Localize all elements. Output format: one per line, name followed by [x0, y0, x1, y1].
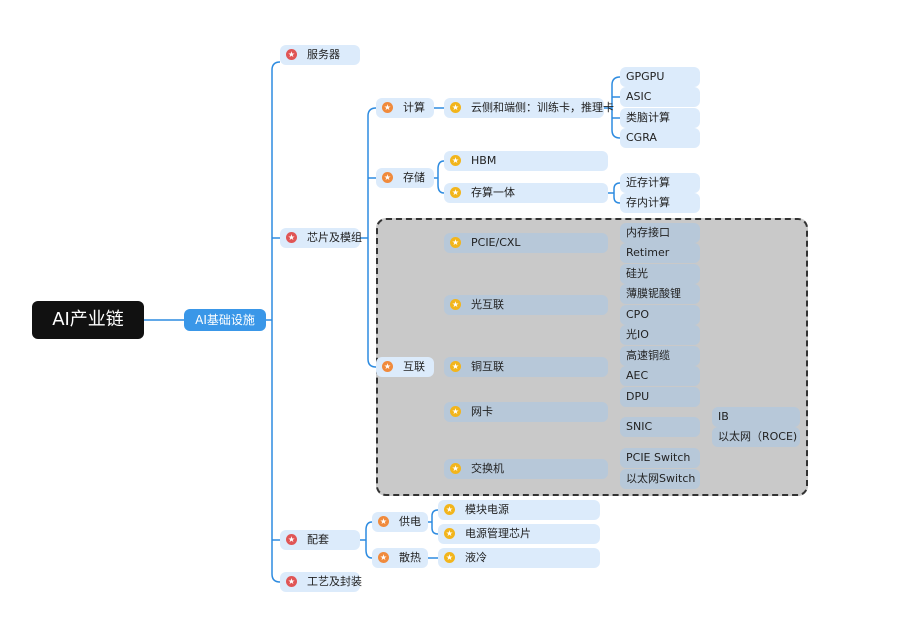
star-icon: ★ [450, 154, 461, 166]
star-icon: ★ [382, 101, 393, 113]
level1-node[interactable]: AI基础设施 [184, 309, 266, 331]
node-asic[interactable]: ASIC [620, 87, 700, 107]
node-label: 存算一体 [471, 186, 515, 199]
node-gpgpu[interactable]: GPGPU [620, 67, 700, 87]
node-pcie-switch[interactable]: PCIE Switch [620, 448, 700, 468]
node-in-mem[interactable]: 存内计算 [620, 193, 700, 213]
node-label: 交换机 [471, 462, 504, 475]
node-pcie-cxl[interactable]: ★ PCIE/CXL [444, 233, 608, 253]
node-tfln[interactable]: 薄膜铌酸锂 [620, 284, 700, 304]
node-switch[interactable]: ★ 交换机 [444, 459, 608, 479]
node-process[interactable]: ★ 工艺及封装 [280, 572, 362, 592]
star-icon: ★ [450, 186, 461, 198]
node-label: 散热 [399, 551, 421, 564]
node-sipho[interactable]: 硅光 [620, 264, 700, 284]
star-icon: ★ [450, 462, 461, 474]
node-neuromorphic[interactable]: 类脑计算 [620, 108, 700, 128]
star-icon: ★ [450, 360, 461, 372]
star-icon: ★ [378, 551, 389, 563]
node-aec[interactable]: AEC [620, 366, 700, 386]
node-label: 互联 [403, 360, 425, 373]
node-power[interactable]: ★ 供电 [372, 512, 428, 532]
node-near-mem[interactable]: 近存计算 [620, 173, 700, 193]
node-snic[interactable]: SNIC [620, 417, 700, 437]
node-label: 液冷 [465, 551, 487, 564]
node-liquid[interactable]: ★ 液冷 [438, 548, 600, 568]
star-icon: ★ [286, 48, 297, 60]
node-module-power[interactable]: ★ 模块电源 [438, 500, 600, 520]
node-support[interactable]: ★ 配套 [280, 530, 360, 550]
node-eth-switch[interactable]: 以太网Switch [620, 469, 700, 489]
node-label: 铜互联 [471, 360, 504, 373]
node-label: 工艺及封装 [307, 575, 362, 588]
node-cooling[interactable]: ★ 散热 [372, 548, 428, 568]
node-hs-cable[interactable]: 高速铜缆 [620, 346, 700, 366]
root-node[interactable]: AI产业链 [32, 301, 144, 339]
node-retimer[interactable]: Retimer [620, 243, 700, 263]
star-icon: ★ [286, 575, 297, 587]
node-label: 云侧和端侧：训练卡，推理卡 [471, 101, 614, 114]
node-label: 电源管理芯片 [465, 527, 531, 540]
node-storage[interactable]: ★ 存储 [376, 168, 434, 188]
node-optio[interactable]: 光IO [620, 325, 700, 345]
node-label: 供电 [399, 515, 421, 528]
node-roce[interactable]: 以太网（ROCE) [712, 427, 800, 447]
star-icon: ★ [450, 236, 461, 248]
star-icon: ★ [286, 231, 297, 243]
node-label: 配套 [307, 533, 329, 546]
node-mem-if[interactable]: 内存接口 [620, 223, 700, 243]
node-nic[interactable]: ★ 网卡 [444, 402, 608, 422]
node-label: 存储 [403, 171, 425, 184]
node-label: 模块电源 [465, 503, 509, 516]
node-label: PCIE/CXL [471, 236, 521, 249]
node-interconnect[interactable]: ★ 互联 [376, 357, 434, 377]
star-icon: ★ [378, 515, 389, 527]
node-chip[interactable]: ★ 芯片及模组 [280, 228, 362, 248]
node-cpo[interactable]: CPO [620, 305, 700, 325]
star-icon: ★ [286, 533, 297, 545]
star-icon: ★ [450, 405, 461, 417]
node-pmic[interactable]: ★ 电源管理芯片 [438, 524, 600, 544]
node-hbm[interactable]: ★ HBM [444, 151, 608, 171]
node-ib[interactable]: IB [712, 407, 800, 427]
node-label: 计算 [403, 101, 425, 114]
node-label: 服务器 [307, 48, 340, 61]
node-pim[interactable]: ★ 存算一体 [444, 183, 608, 203]
star-icon: ★ [444, 503, 455, 515]
node-copper[interactable]: ★ 铜互联 [444, 357, 608, 377]
star-icon: ★ [382, 171, 393, 183]
node-label: 芯片及模组 [307, 231, 362, 244]
node-optical[interactable]: ★ 光互联 [444, 295, 608, 315]
node-cloud-edge[interactable]: ★ 云侧和端侧：训练卡，推理卡 [444, 98, 614, 118]
node-compute[interactable]: ★ 计算 [376, 98, 434, 118]
star-icon: ★ [382, 360, 393, 372]
node-dpu[interactable]: DPU [620, 387, 700, 407]
node-label: HBM [471, 154, 497, 167]
node-cgra[interactable]: CGRA [620, 128, 700, 148]
star-icon: ★ [450, 101, 461, 113]
node-label: 光互联 [471, 298, 504, 311]
star-icon: ★ [444, 527, 455, 539]
star-icon: ★ [450, 298, 461, 310]
node-server[interactable]: ★ 服务器 [280, 45, 360, 65]
star-icon: ★ [444, 551, 455, 563]
node-label: 网卡 [471, 405, 493, 418]
